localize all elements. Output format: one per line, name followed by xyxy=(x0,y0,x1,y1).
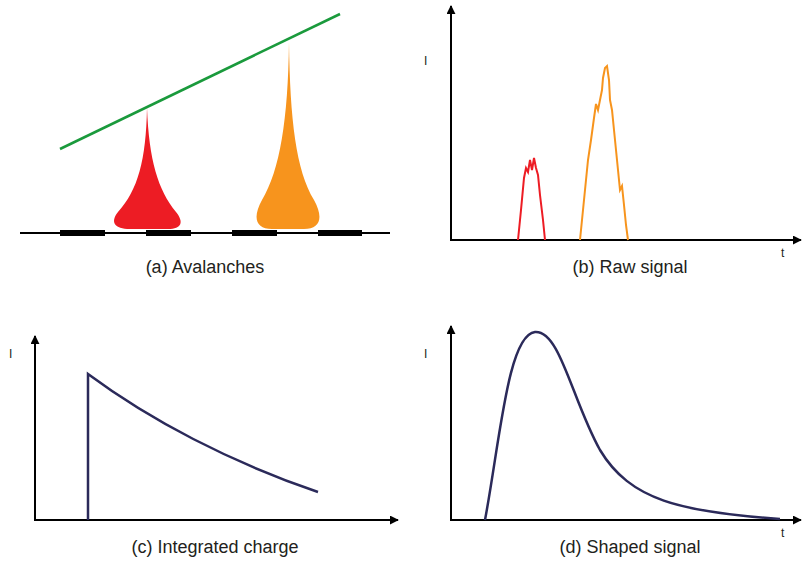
integrated-curve xyxy=(88,374,318,520)
raw-signal-panel xyxy=(450,6,801,241)
panel-caption: (b) Raw signal xyxy=(572,257,687,278)
panel-caption: (d) Shaped signal xyxy=(559,537,700,558)
x-axis xyxy=(450,239,801,241)
readout-strip xyxy=(60,230,105,236)
axis-label: I xyxy=(9,347,12,361)
raw-pulse-red xyxy=(518,158,545,240)
readout-strip xyxy=(318,230,362,236)
panel-caption: (c) Integrated charge xyxy=(131,537,298,558)
axis-label: I xyxy=(424,347,427,361)
avalanche-orange xyxy=(257,42,320,229)
y-axis xyxy=(450,6,452,241)
y-axis xyxy=(34,336,36,521)
avalanche-panel xyxy=(20,14,390,236)
axis-label: I xyxy=(424,54,427,68)
panel-caption: (a) Avalanches xyxy=(146,257,265,278)
particle-track xyxy=(60,14,340,149)
readout-strip xyxy=(232,230,277,236)
y-axis xyxy=(450,326,452,521)
axis-label: t xyxy=(781,526,784,540)
raw-pulse-orange xyxy=(580,66,628,240)
shaped-curve xyxy=(485,332,780,520)
axis-label: t xyxy=(781,246,784,260)
readout-strip xyxy=(146,230,191,236)
x-axis xyxy=(450,519,801,521)
integrated-panel xyxy=(34,336,398,521)
avalanche-red xyxy=(114,108,181,229)
shaped-panel xyxy=(450,326,801,521)
